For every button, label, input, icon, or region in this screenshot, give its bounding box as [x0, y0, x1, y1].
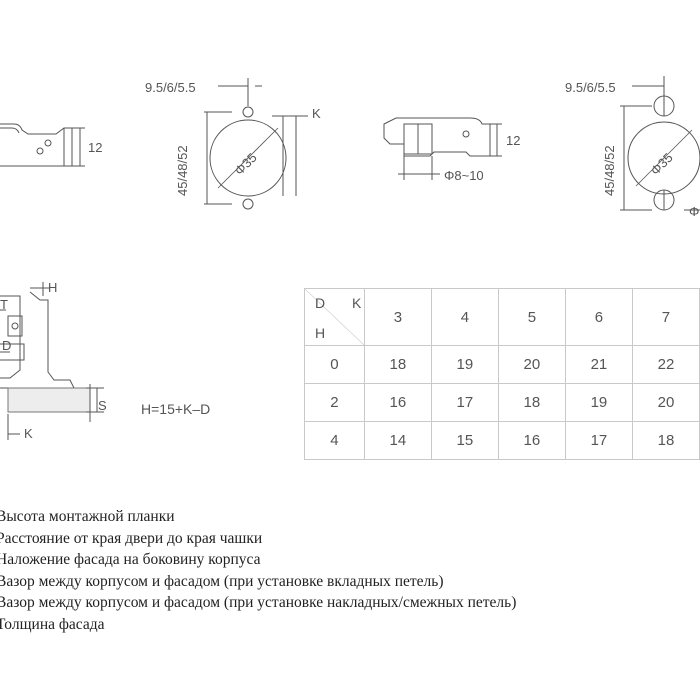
corner-k-label: K — [352, 295, 362, 311]
cup-plan-view-1 — [204, 78, 308, 210]
section-t-label: T — [0, 297, 8, 312]
corner-h-label: H — [315, 325, 326, 341]
cup-plan-view-2 — [620, 76, 700, 211]
cup-height-label-2: 45/48/52 — [602, 145, 617, 196]
table-header-cell: 7 — [631, 288, 700, 346]
legend-item: Высота монтажной планки — [0, 508, 175, 525]
legend-item: Вазор между корпусом и фасадом (при уста… — [0, 572, 444, 590]
table-row: 2 16 17 18 19 20 — [304, 383, 700, 422]
table-cell: 17 — [430, 383, 499, 422]
legend-item: Вазор между корпусом и фасадом (при уста… — [0, 594, 517, 611]
cup-width-label-1: 9.5/6/5.5 — [145, 80, 196, 95]
table-header-cell: 5 — [497, 288, 566, 346]
table-cell: 16 — [497, 421, 566, 460]
cut-diameter-label: Φ — [689, 204, 699, 219]
hinge-side-view — [0, 123, 85, 167]
cup-diameter-label-2: Φ35 — [648, 150, 676, 178]
table-cell: 18 — [631, 421, 700, 460]
table-corner-cell: D K H — [304, 288, 365, 346]
table-header-row: D K H 3 4 5 6 7 — [304, 288, 700, 346]
table-cell: 14 — [363, 421, 432, 460]
table-header-cell: 6 — [564, 288, 633, 346]
table-row-label: 0 — [304, 345, 365, 384]
legend-item: Толщина фасада — [0, 615, 105, 633]
table-cell: 20 — [497, 345, 566, 384]
table-row: 0 18 19 20 21 22 — [304, 345, 700, 384]
table-row-label: 4 — [304, 421, 365, 460]
legend-list: Высота монтажной планки Расстояние от кр… — [0, 506, 516, 635]
table-cell: 17 — [564, 421, 633, 460]
section-d-label: D — [2, 338, 11, 353]
table-row-label: 2 — [304, 383, 365, 422]
table-cell: 16 — [363, 383, 432, 422]
table-cell: 22 — [631, 345, 700, 384]
overlay-k-label: K — [312, 106, 321, 121]
section-h-label: H — [48, 280, 57, 295]
overlay-formula: H=15+K–D — [141, 401, 211, 417]
table-cell: 18 — [363, 345, 432, 384]
cup-diameter-label-1: Φ35 — [232, 150, 260, 178]
cup-height-label-1: 45/48/52 — [175, 145, 190, 196]
table-cell: 19 — [564, 383, 633, 422]
table-cell: 15 — [430, 421, 499, 460]
table-cell: 21 — [564, 345, 633, 384]
plate-height-label: 12 — [506, 133, 520, 148]
table-header-cell: 4 — [430, 288, 499, 346]
overlay-table: D K H 3 4 5 6 7 0 18 19 20 21 22 2 16 17… — [304, 288, 700, 460]
hinge-height-label: 12 — [88, 140, 102, 155]
table-row: 4 14 15 16 17 18 — [304, 421, 700, 460]
corner-d-label: D — [315, 295, 326, 311]
section-s-label: S — [98, 398, 107, 413]
section-k-label: K — [24, 426, 33, 441]
table-cell: 20 — [631, 383, 700, 422]
table-cell: 19 — [430, 345, 499, 384]
table-header-cell: 3 — [363, 288, 432, 346]
legend-item: Расстояние от края двери до края чашки — [0, 529, 263, 547]
dowel-diameter-label: Φ8~10 — [444, 168, 484, 183]
cup-width-label-2: 9.5/6/5.5 — [565, 80, 616, 95]
legend-item: Наложение фасада на боковину корпуса — [0, 551, 261, 568]
hinge-section-view — [0, 282, 104, 440]
table-cell: 18 — [497, 383, 566, 422]
mounting-plate-view — [383, 117, 502, 180]
